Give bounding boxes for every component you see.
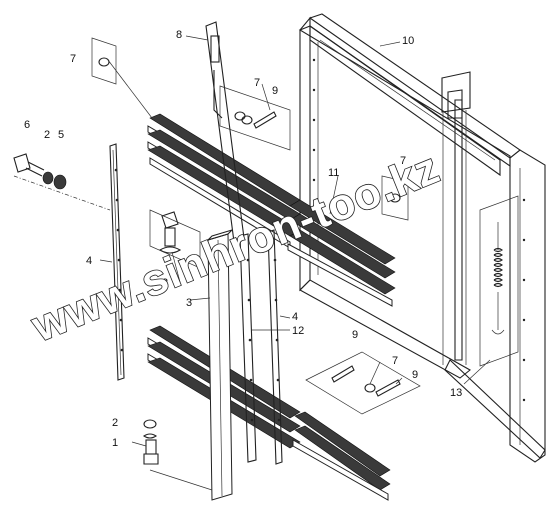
callout-3: 3 (186, 297, 192, 309)
bolt-assembly-lower (143, 419, 159, 465)
center-vertical-bar (207, 229, 233, 501)
bolt-assembly-left (13, 153, 111, 211)
tension-spring (491, 222, 505, 335)
callout-13: 13 (450, 387, 462, 399)
washer-detail-top (91, 37, 117, 85)
callout-2: 2 (162, 277, 168, 289)
callout-4: 4 (292, 311, 298, 323)
callout-4: 4 (86, 255, 92, 267)
callout-6: 6 (24, 119, 30, 131)
callout-8: 8 (176, 29, 182, 41)
callout-labels: 1 2 2 2 3 4 4 5 6 7 7 7 7 8 9 9 9 10 11 … (24, 29, 462, 449)
callout-7: 7 (400, 155, 406, 167)
washer-pin-detail-lower (305, 351, 421, 415)
washer-pin-detail (219, 85, 291, 151)
rod-assembly (205, 21, 245, 243)
callout-10: 10 (402, 35, 414, 47)
bolt-assembly-middle (149, 209, 201, 269)
callout-9: 9 (272, 85, 278, 97)
callout-9: 9 (412, 369, 418, 381)
lower-louver-slats (147, 325, 391, 501)
left-mounting-strip (109, 143, 125, 381)
leader-lines (99, 35, 491, 491)
radiator-frame (298, 13, 546, 463)
callout-11: 11 (328, 167, 339, 179)
callout-7: 7 (254, 77, 260, 89)
callout-1: 1 (112, 437, 118, 449)
callout-9: 9 (352, 329, 358, 341)
upper-louver-slats (147, 113, 396, 307)
callout-2: 2 (112, 417, 118, 429)
callout-5: 5 (58, 129, 64, 141)
callout-2: 2 (44, 129, 50, 141)
washer-detail-frame (381, 175, 409, 221)
callout-7: 7 (70, 53, 76, 65)
callout-7: 7 (392, 355, 398, 367)
right-mounting-strip (239, 229, 283, 465)
callout-12: 12 (292, 325, 304, 337)
